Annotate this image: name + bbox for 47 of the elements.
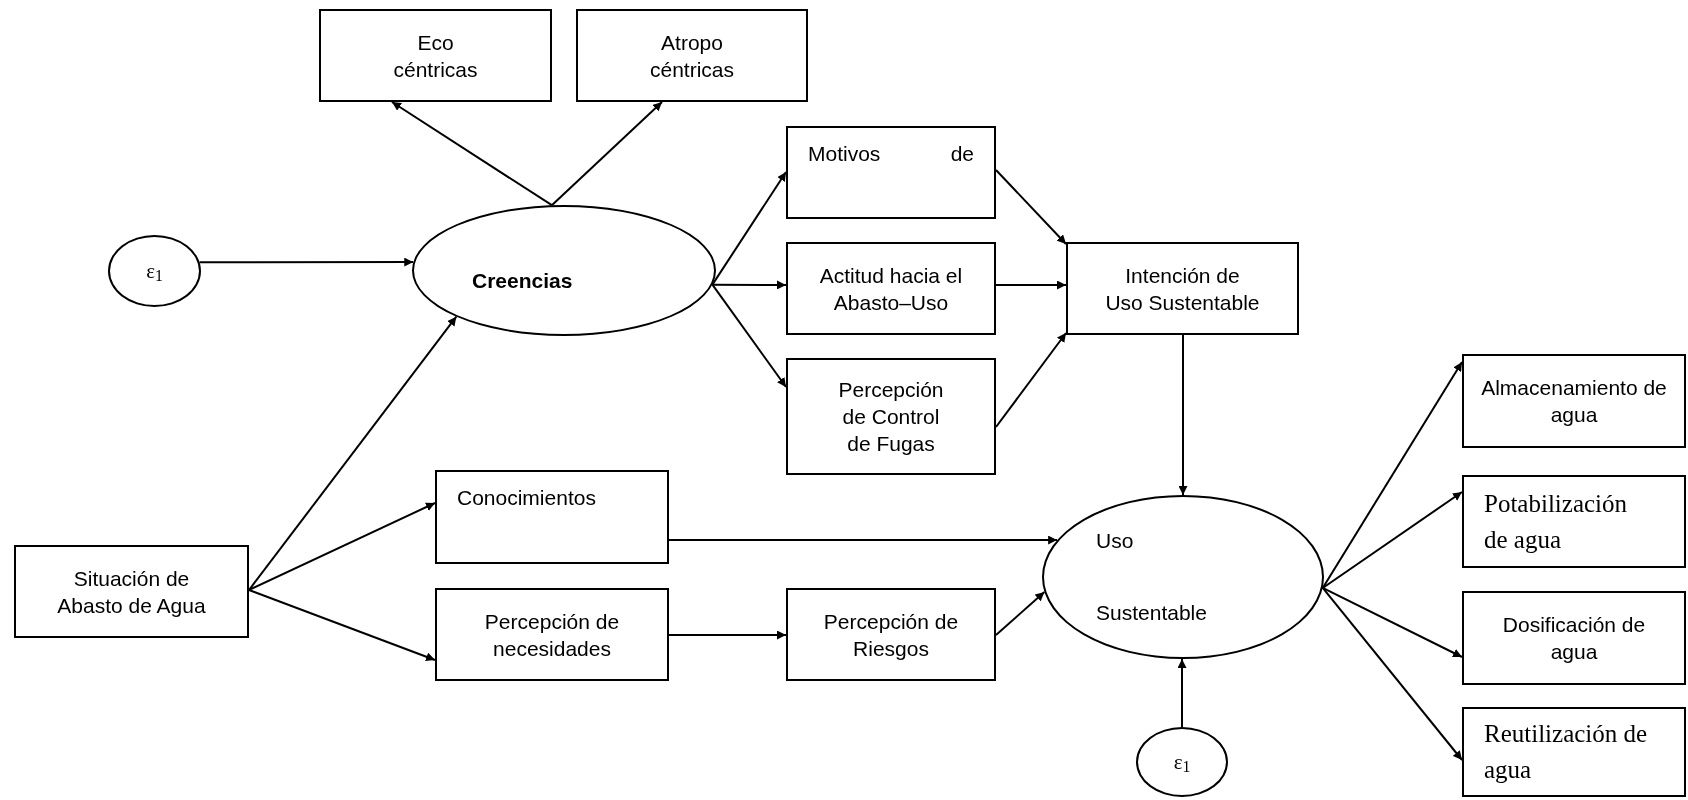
arrow xyxy=(550,101,663,207)
arrow xyxy=(1177,658,1187,728)
indicator-box xyxy=(1462,354,1686,448)
construct-box xyxy=(435,470,669,564)
arrow xyxy=(1321,587,1463,761)
node-label: Eco céntricas xyxy=(392,29,479,83)
node-label: Potabilización de agua xyxy=(1484,488,1629,555)
arrow xyxy=(995,280,1067,290)
construct-box xyxy=(319,9,552,102)
node-label: Percepción de Control de Fugas xyxy=(837,377,945,457)
construct-box xyxy=(786,126,996,219)
construct-box xyxy=(576,9,808,102)
arrow xyxy=(995,591,1046,636)
indicator-box xyxy=(1462,707,1686,797)
arrow xyxy=(995,332,1067,428)
construct-box xyxy=(14,545,249,638)
node-label: Actitud hacia el Abasto–Uso xyxy=(818,262,964,316)
node-label: Atropo céntricas xyxy=(649,29,735,83)
construct-box xyxy=(786,588,996,681)
construct-box xyxy=(1066,242,1299,335)
node-label: Percepción de necesidades xyxy=(483,608,621,662)
node-label: Dosificación de agua xyxy=(1501,612,1647,665)
arrow xyxy=(668,535,1059,545)
node-label: Reutilización de agua xyxy=(1484,719,1648,785)
indicator-box xyxy=(1462,475,1686,568)
arrow xyxy=(711,283,787,388)
arrow xyxy=(391,101,553,207)
node-label: ε$_{1}$ xyxy=(1173,748,1191,776)
node-label: Uso Sustentable xyxy=(1096,528,1208,626)
arrow xyxy=(248,502,436,591)
construct-box xyxy=(435,588,669,681)
node-label: Conocimientos xyxy=(457,485,596,511)
node-label: Almacenamiento de agua xyxy=(1480,375,1668,428)
node-label: Percepción de Riesgos xyxy=(822,608,960,662)
node-label: ε$_{1}$ xyxy=(146,257,163,285)
indicator-box xyxy=(1462,591,1686,685)
construct-box xyxy=(786,242,996,335)
node-label: Situación de Abasto de Agua xyxy=(56,565,207,619)
arrow xyxy=(995,169,1067,245)
arrow xyxy=(248,589,436,662)
node-label: Intención de Uso Sustentable xyxy=(1104,262,1261,316)
construct-box xyxy=(786,358,996,475)
arrow xyxy=(248,315,458,591)
node-label: Creencias xyxy=(472,268,573,294)
arrow xyxy=(668,630,787,640)
node-label: Motivos de xyxy=(808,141,974,167)
arrow xyxy=(1178,334,1188,496)
